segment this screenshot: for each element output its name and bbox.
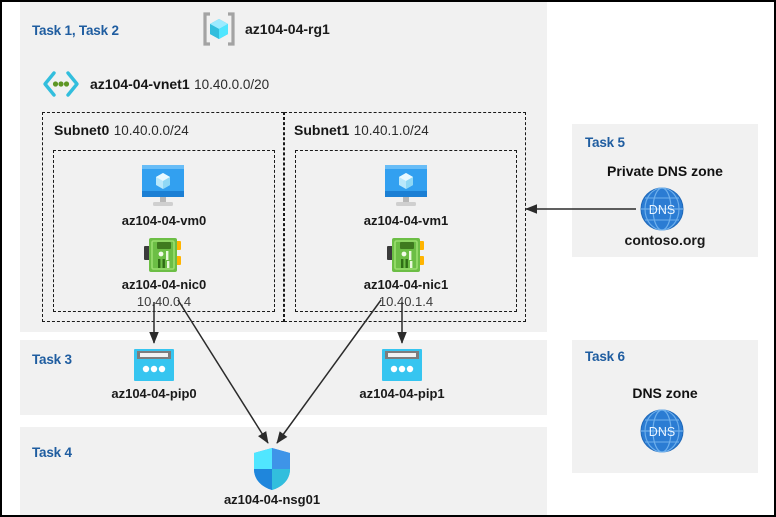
subnet-0-prefix: 10.40.0.0/24 [113, 123, 189, 138]
private-dns-title: Private DNS zone [607, 163, 723, 179]
task-label-1-2: Task 1, Task 2 [32, 23, 119, 38]
task-label-6: Task 6 [585, 349, 625, 364]
dns-zone-icon: DNS [639, 408, 685, 454]
subnet-0-box [42, 112, 284, 322]
public-dns-title: DNS zone [632, 385, 698, 401]
virtual-machine-icon [379, 163, 433, 209]
subnet-1-name: Subnet1 [294, 122, 350, 138]
svg-text:DNS: DNS [649, 203, 675, 217]
nic-0-name: az104-04-nic0 [121, 277, 207, 292]
vnet-name: az104-04-vnet1 [90, 76, 190, 92]
public-ip-panel [20, 340, 547, 415]
vm-0-name: az104-04-vm0 [121, 213, 207, 228]
subnet-1-header: Subnet1 10.40.1.0/24 [294, 122, 429, 140]
nic-0-ip: 10.40.0.4 [136, 294, 192, 309]
virtual-network-icon [40, 70, 82, 98]
nsg-name: az104-04-nsg01 [223, 492, 321, 507]
subnet-0-name: Subnet0 [54, 122, 110, 138]
public-ip-address-icon [381, 348, 423, 382]
subnet-1-box [284, 112, 526, 322]
vm-1-name: az104-04-vm1 [363, 213, 449, 228]
nic-1-ip: 10.40.1.4 [378, 294, 434, 309]
network-security-group-icon [251, 446, 293, 492]
public-ip-address-icon [133, 348, 175, 382]
subnet-1-prefix: 10.40.1.0/24 [353, 123, 429, 138]
pip-1-name: az104-04-pip1 [359, 386, 445, 401]
resource-group-icon [201, 11, 237, 47]
vnet-address-space: 10.40.0.0/20 [194, 77, 270, 92]
subnet-0-inner-box [53, 150, 275, 312]
network-interface-icon [142, 234, 184, 276]
nic-1-name: az104-04-nic1 [363, 277, 449, 292]
resource-group-name: az104-04-rg1 [245, 21, 330, 37]
dns-zone-icon: DNS [639, 186, 685, 232]
network-interface-icon [385, 234, 427, 276]
pip-0-name: az104-04-pip0 [111, 386, 197, 401]
vnet-header: az104-04-vnet1 10.40.0.0/20 [90, 76, 269, 94]
task-label-3: Task 3 [32, 352, 72, 367]
subnet-1-inner-box [295, 150, 517, 312]
task-label-4: Task 4 [32, 445, 72, 460]
subnet-0-header: Subnet0 10.40.0.0/24 [54, 122, 189, 140]
task-label-5: Task 5 [585, 135, 625, 150]
virtual-machine-icon [136, 163, 190, 209]
svg-text:DNS: DNS [649, 425, 675, 439]
private-dns-name: contoso.org [624, 232, 706, 248]
